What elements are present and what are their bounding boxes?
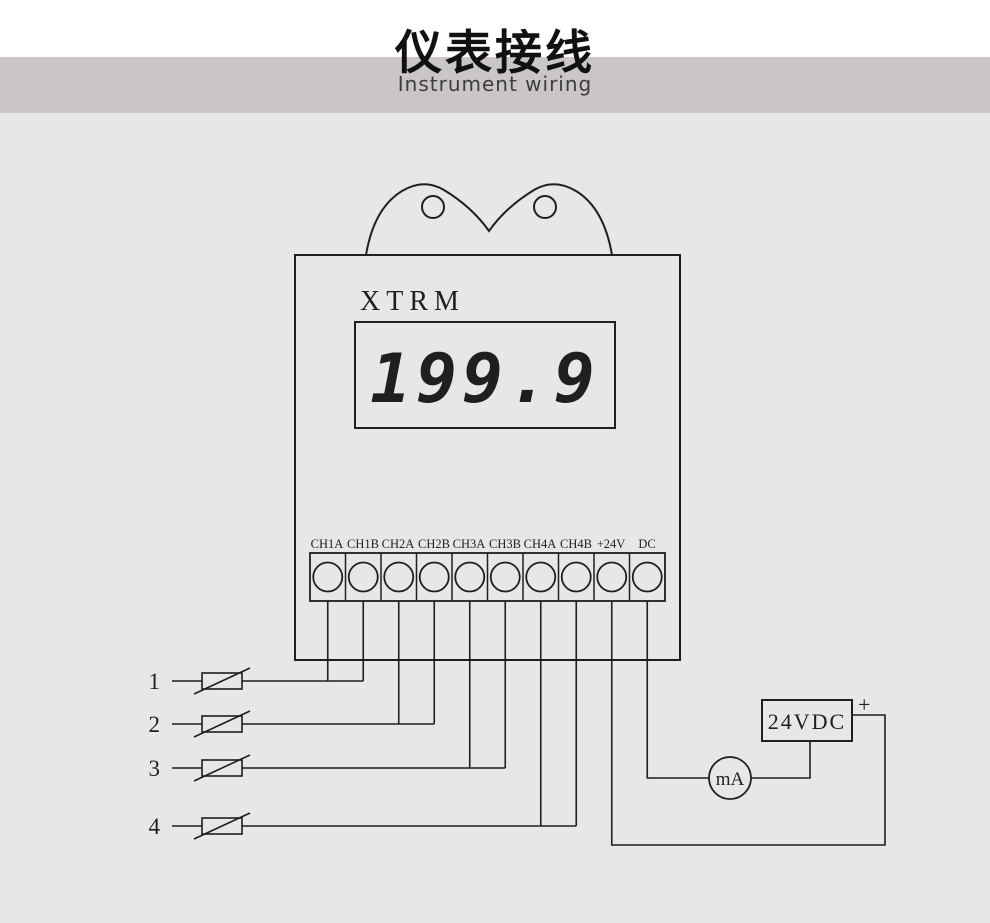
- terminal-screw-ch3b: [489, 561, 521, 593]
- wire-meter-to-supply: [751, 741, 811, 779]
- terminal-screw-ch1b: [347, 561, 379, 593]
- wire-dc-to-meter: [646, 601, 709, 779]
- wiring-diagram-svg: XTRM 199.9 CH1A CH1B CH2A CH2B CH3A CH3B…: [149, 183, 886, 846]
- display-frame: [354, 321, 616, 429]
- rtd-slash-icon: [193, 812, 251, 840]
- ma-meter-circle: [708, 756, 752, 800]
- mounting-hole-right-icon: [533, 195, 557, 219]
- page-subtitle: Instrument wiring: [397, 72, 593, 96]
- terminal-label-ch2b: CH2B: [418, 537, 450, 551]
- power-supply-box: [761, 699, 853, 742]
- wiring-diagram: XTRM 199.9 CH1A CH1B CH2A CH2B CH3A CH3B…: [0, 113, 990, 923]
- instrument-model-label: XTRM: [360, 286, 465, 317]
- terminal-screw-ch4a: [525, 561, 557, 593]
- terminal-strip: [309, 552, 666, 602]
- instrument-body: [294, 254, 681, 661]
- terminal-label-ch2a: CH2A: [382, 537, 415, 551]
- terminal-label-ch1b: CH1B: [347, 537, 379, 551]
- wire-plus24v-loop: [610, 601, 886, 846]
- display-value: 199.9: [370, 340, 600, 419]
- sensor-2: 2: [149, 710, 251, 738]
- rtd-slash-icon: [193, 710, 251, 738]
- ma-meter: mA: [708, 756, 752, 800]
- terminal-label-ch4a: CH4A: [524, 537, 557, 551]
- power-supply-polarity: +: [858, 692, 870, 717]
- mounting-hole-left-icon: [421, 195, 445, 219]
- power-supply: 24VDC +: [761, 692, 870, 742]
- terminal-screw-ch3a: [454, 561, 486, 593]
- sensor-4: 4: [149, 812, 251, 840]
- terminal-screw-ch4b: [560, 561, 592, 593]
- rtd-slash-icon: [193, 754, 251, 782]
- sensor-label: 1: [149, 669, 161, 694]
- rtd-slash-icon: [193, 667, 251, 695]
- sensor-label: 2: [149, 712, 161, 737]
- power-supply-label: 24VDC: [768, 709, 846, 734]
- terminal-label-ch4b: CH4B: [560, 537, 592, 551]
- terminal-screw-plus24v: [596, 561, 628, 593]
- sensor-label: 3: [149, 756, 161, 781]
- terminal-screw-ch2b: [418, 561, 450, 593]
- ma-meter-label: mA: [716, 769, 745, 790]
- terminal-screw-ch2a: [383, 561, 415, 593]
- sensor-label: 4: [149, 814, 161, 839]
- mounting-ears: [365, 183, 613, 256]
- page-title: 仪表接线: [395, 26, 595, 81]
- terminal-label-dc: DC: [638, 537, 655, 551]
- sensor-3: 3: [149, 754, 251, 782]
- terminal-screw-ch1a: [312, 561, 344, 593]
- header-band: [0, 57, 990, 113]
- terminal-label-plus24v: +24V: [597, 537, 626, 551]
- terminal-screw-dc: [631, 561, 663, 593]
- terminal-label-ch3b: CH3B: [489, 537, 521, 551]
- terminal-label-ch1a: CH1A: [311, 537, 344, 551]
- terminal-label-ch3a: CH3A: [453, 537, 486, 551]
- sensor-1: 1: [149, 667, 251, 695]
